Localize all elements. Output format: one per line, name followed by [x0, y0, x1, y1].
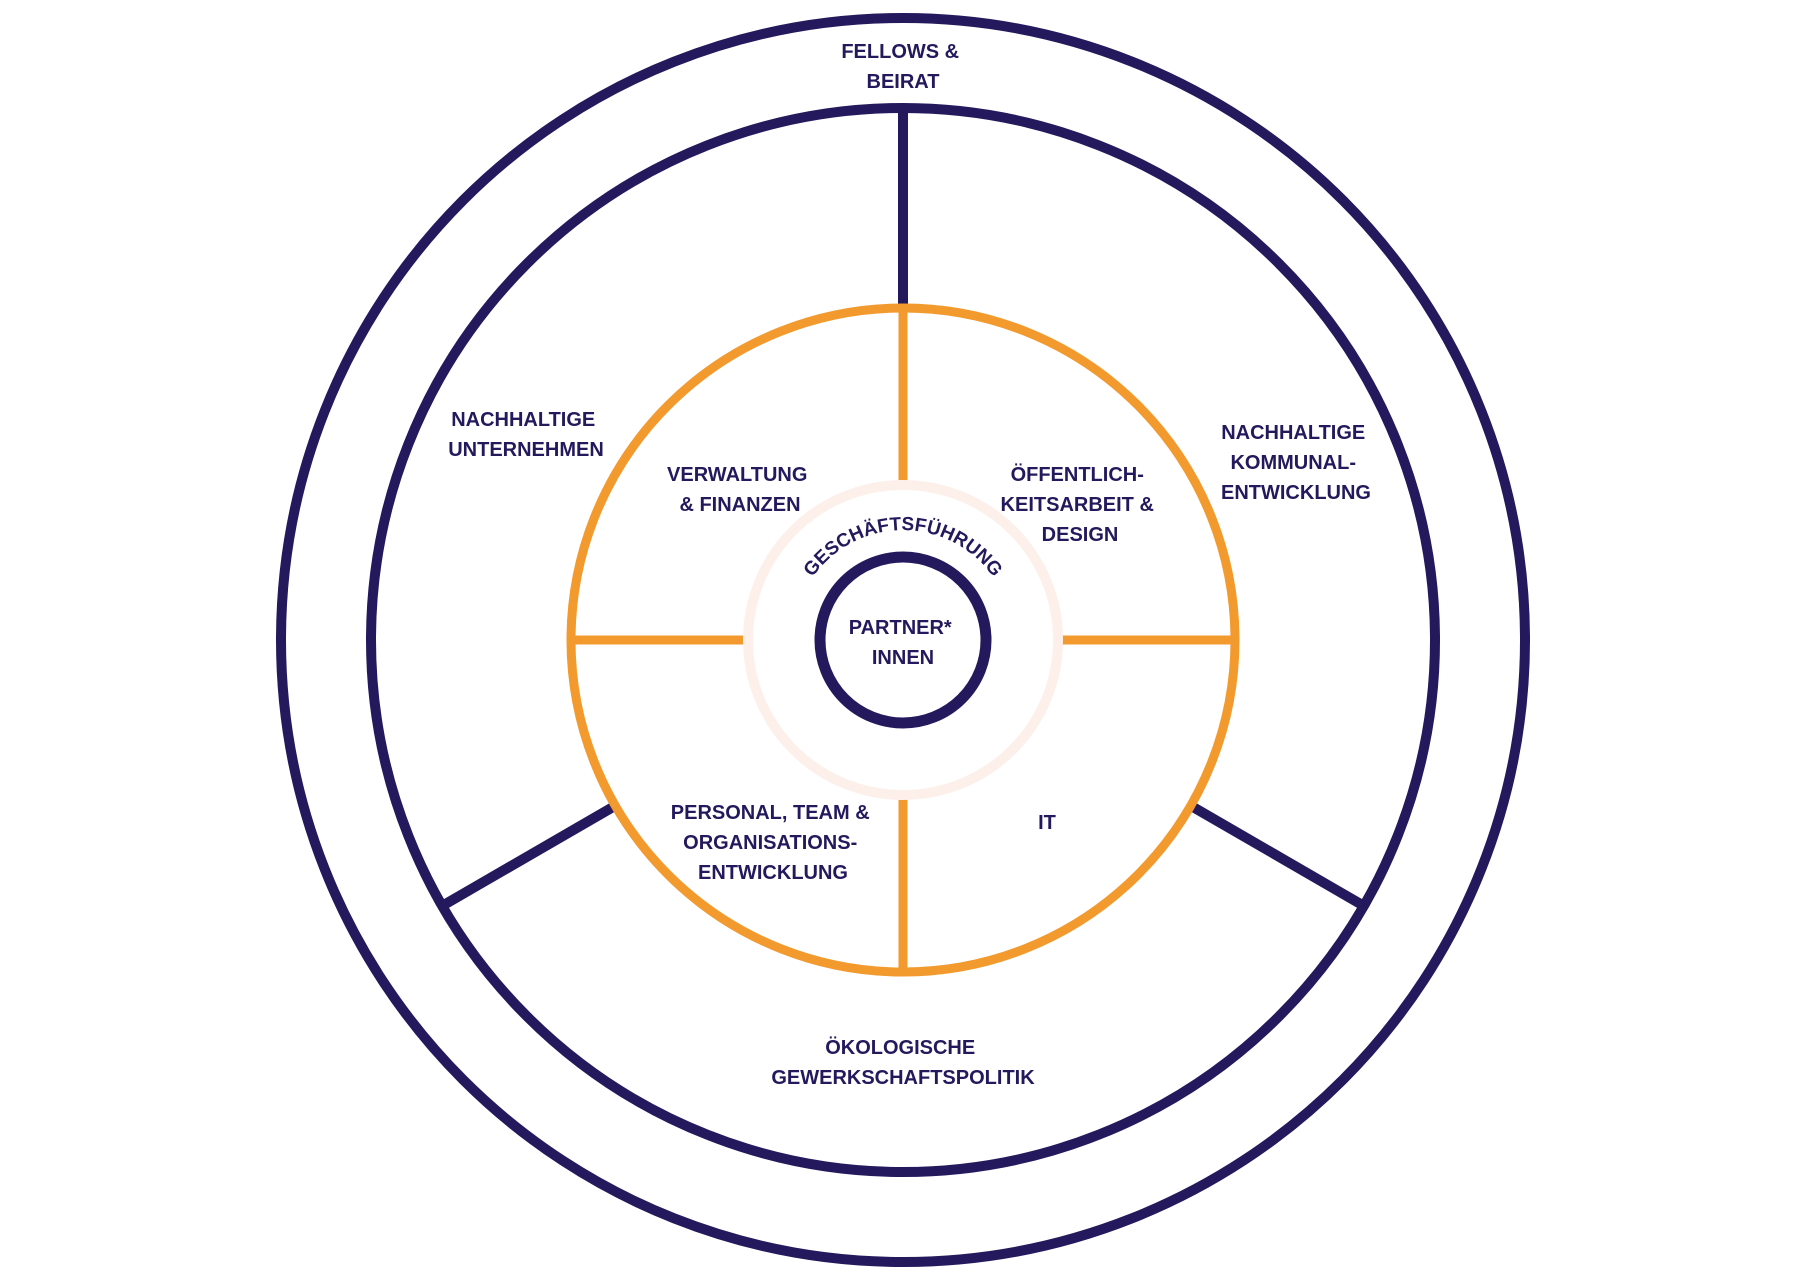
label-line: FELLOWS &: [841, 41, 959, 63]
label-line: ÖKOLOGISCHE: [825, 1036, 975, 1059]
label-line: VERWALTUNG: [667, 464, 807, 486]
label-management: GESCHÄFTSFÜHRUNG: [800, 514, 1006, 581]
label-line: ENTWICKLUNG: [1221, 482, 1371, 504]
divider-lower-right: [1190, 802, 1367, 911]
label-management-text: GESCHÄFTSFÜHRUNG: [800, 514, 1006, 581]
divider-lower-left: [439, 802, 616, 911]
management-ring: [743, 480, 1063, 800]
outer-ring: [276, 13, 1530, 1267]
label-partners: PARTNER* INNEN: [849, 617, 958, 669]
label-municipal-development: NACHHALTIGE KOMMUNAL- ENTWICKLUNG: [1221, 422, 1371, 504]
label-it: IT: [1038, 812, 1056, 834]
label-line: IT: [1038, 812, 1056, 834]
label-line: KOMMUNAL-: [1230, 452, 1356, 474]
label-line: ENTWICKLUNG: [698, 862, 848, 884]
label-personnel: PERSONAL, TEAM & ORGANISATIONS- ENTWICKL…: [671, 802, 875, 884]
core-ring: [814, 551, 992, 729]
label-line: NACHHALTIGE: [1221, 422, 1365, 444]
label-line: KEITSARBEIT &: [1001, 494, 1154, 516]
label-line: NACHHALTIGE: [451, 409, 595, 431]
label-pr-design: ÖFFENTLICH- KEITSARBEIT & DESIGN: [1001, 463, 1160, 546]
label-line: INNEN: [872, 647, 934, 669]
label-line: UNTERNEHMEN: [448, 439, 604, 461]
label-line: BEIRAT: [867, 71, 940, 93]
label-fellows: FELLOWS & BEIRAT: [841, 41, 964, 93]
label-line: PARTNER*: [849, 617, 952, 639]
label-line: & FINANZEN: [679, 494, 800, 516]
label-union-policy: ÖKOLOGISCHE GEWERKSCHAFTSPOLITIK: [771, 1036, 1035, 1089]
label-line: ÖFFENTLICH-: [1011, 463, 1144, 486]
label-line: ORGANISATIONS-: [683, 832, 857, 854]
label-sustainable-companies: NACHHALTIGE UNTERNEHMEN: [448, 409, 604, 461]
label-administration-finance: VERWALTUNG & FINANZEN: [667, 464, 813, 516]
label-line: DESIGN: [1042, 524, 1119, 546]
label-line: PERSONAL, TEAM &: [671, 802, 870, 824]
label-line: GEWERKSCHAFTSPOLITIK: [771, 1067, 1035, 1089]
